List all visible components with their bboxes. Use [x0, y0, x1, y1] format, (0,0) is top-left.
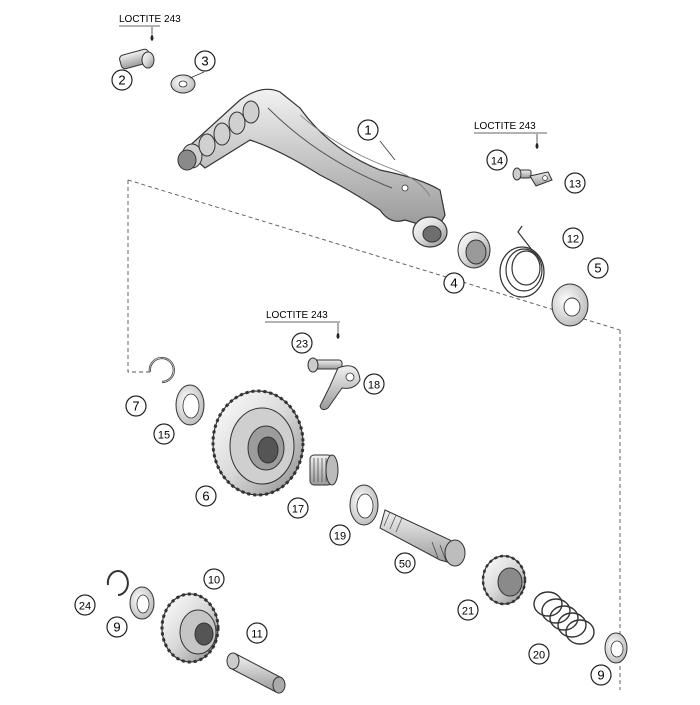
callout-number: 23 — [296, 339, 308, 351]
callout-c9a: 9 — [106, 616, 128, 638]
callout-c20: 20 — [528, 643, 550, 665]
callout-c24: 24 — [74, 594, 96, 616]
callout-circle — [457, 599, 479, 621]
part-19-washer — [349, 484, 379, 526]
leader-lines — [189, 71, 396, 161]
callout-number: 3 — [201, 54, 208, 69]
callout-number: 7 — [132, 399, 139, 414]
callout-number: 4 — [450, 276, 457, 291]
part-10-idler-gear — [160, 592, 220, 664]
callout-c23: 23 — [291, 332, 313, 354]
callout-circle — [564, 172, 586, 194]
part-9-washer-right — [604, 632, 628, 664]
callout-c21: 21 — [457, 599, 479, 621]
part-13-14-screw-hook — [474, 132, 553, 187]
callout-circle — [246, 622, 268, 644]
part-17-needle-bearing — [309, 454, 339, 486]
callout-number: 21 — [462, 606, 474, 618]
part-9-washer-left — [129, 586, 155, 620]
part-7-circlip — [148, 356, 175, 384]
callout-number: 2 — [118, 73, 125, 88]
loctite-note: LOCTITE 243 — [474, 121, 536, 132]
callout-c18: 18 — [363, 373, 385, 395]
callout-number: 12 — [567, 234, 579, 246]
callout-c5: 5 — [587, 257, 609, 279]
part-21-ratchet-gear — [481, 554, 527, 606]
callout-c7: 7 — [125, 395, 147, 417]
part-18-23-pawl — [265, 321, 361, 411]
callout-circle — [562, 227, 584, 249]
callout-c10: 10 — [203, 568, 225, 590]
callout-circle — [125, 395, 147, 417]
callout-circle — [394, 552, 416, 574]
part-15-washer — [175, 384, 205, 426]
part-20-coil-spring — [533, 591, 595, 645]
part-24-circlip — [106, 570, 129, 596]
part-6-kick-gear — [211, 389, 305, 497]
callout-number: 50 — [399, 559, 411, 571]
part-5-thrust-washer — [551, 283, 589, 327]
callout-number: 18 — [368, 380, 380, 392]
part-4-bushing — [457, 231, 491, 269]
part-2-pin — [119, 25, 160, 70]
callout-number: 15 — [158, 430, 170, 442]
callout-number: 10 — [208, 575, 220, 587]
callout-number: 5 — [594, 261, 601, 276]
callout-circle — [329, 524, 351, 546]
callout-number: 19 — [334, 531, 346, 543]
callout-c50: 50 — [394, 552, 416, 574]
callout-circle — [111, 69, 133, 91]
callout-c1: 1 — [357, 119, 379, 141]
callout-c9b: 9 — [590, 664, 612, 686]
callout-c14: 14 — [486, 149, 508, 171]
callout-circle — [590, 664, 612, 686]
callout-circle — [587, 257, 609, 279]
callout-circle — [106, 616, 128, 638]
callout-circle — [195, 485, 217, 507]
part-12-return-spring — [499, 225, 545, 298]
loctite-notes: LOCTITE 243 LOCTITE 243 LOCTITE 243 — [119, 14, 536, 321]
callout-c15: 15 — [153, 423, 175, 445]
assembly-axis-lines — [127, 179, 621, 690]
callout-number: 9 — [597, 668, 604, 683]
callout-c13: 13 — [564, 172, 586, 194]
part-11-idler-shaft — [226, 652, 286, 694]
callout-circle — [287, 497, 309, 519]
callout-c19: 19 — [329, 524, 351, 546]
loctite-note: LOCTITE 243 — [266, 310, 328, 321]
callout-c11: 11 — [246, 622, 268, 644]
callout-circle — [486, 149, 508, 171]
callout-c17: 17 — [287, 497, 309, 519]
callout-number: 24 — [79, 601, 91, 613]
part-50-kick-shaft — [379, 509, 466, 567]
callout-number: 17 — [292, 504, 304, 516]
callout-c12: 12 — [562, 227, 584, 249]
callout-circle — [291, 332, 313, 354]
part-3-washer — [170, 74, 196, 94]
callout-number: 6 — [202, 489, 209, 504]
loctite-note: LOCTITE 243 — [119, 14, 181, 25]
callout-number: 20 — [533, 650, 545, 662]
callout-circle — [153, 423, 175, 445]
callout-circle — [363, 373, 385, 395]
callout-circle — [357, 119, 379, 141]
part-1-kick-lever — [177, 88, 448, 248]
callout-circle — [203, 568, 225, 590]
callout-c2: 2 — [111, 69, 133, 91]
callout-circle — [443, 272, 465, 294]
callout-c6: 6 — [195, 485, 217, 507]
callout-circle — [528, 643, 550, 665]
callout-c4: 4 — [443, 272, 465, 294]
callout-number: 1 — [364, 123, 371, 138]
callout-number: 9 — [113, 620, 120, 635]
callout-number: 14 — [491, 156, 503, 168]
callout-number: 13 — [569, 179, 581, 191]
callout-circle — [194, 50, 216, 72]
callout-number: 11 — [251, 629, 262, 641]
callout-circle — [74, 594, 96, 616]
callout-c3: 3 — [194, 50, 216, 72]
